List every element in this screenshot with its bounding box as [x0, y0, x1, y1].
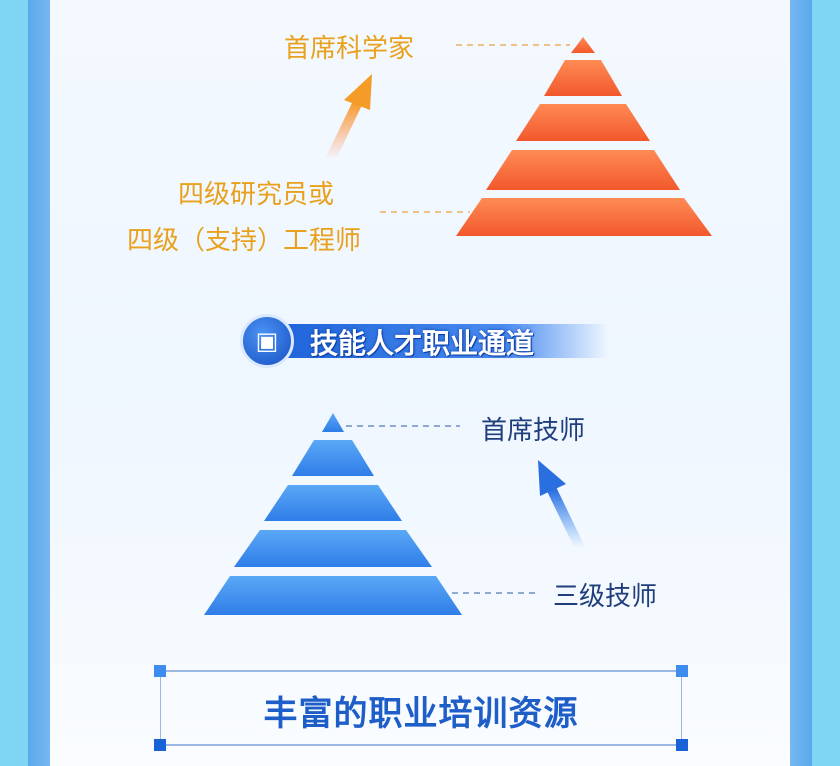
- section-title: 丰富的职业培训资源: [263, 694, 579, 734]
- label-chief-scientist: 首席科学家: [284, 34, 415, 64]
- label-level4-engineer: 四级（支持）工程师: [127, 226, 362, 256]
- pyramid-layer: [571, 37, 595, 53]
- banner-title: 技能人才职业通道: [310, 327, 535, 360]
- up-arrow-orange-icon: [325, 74, 372, 163]
- skill-path-banner: ▣ 技能人才职业通道: [240, 312, 610, 370]
- corner-marker: [154, 665, 166, 677]
- pyramid-layer: [322, 413, 344, 432]
- blue-pyramid: [204, 413, 462, 615]
- pyramid-layer: [486, 150, 680, 190]
- pyramid-layer: [204, 576, 462, 615]
- pyramid-layer: [516, 104, 650, 141]
- corner-marker: [154, 739, 166, 751]
- id-card-icon: ▣: [240, 314, 294, 368]
- pyramid-layer: [456, 198, 712, 236]
- label-chief-technician: 首席技师: [481, 416, 586, 446]
- banner-bar: [268, 324, 608, 358]
- content-panel: [50, 0, 790, 766]
- up-arrow-blue-icon: [538, 460, 585, 551]
- corner-marker: [676, 665, 688, 677]
- pyramid-layer: [544, 60, 622, 96]
- label-level4-researcher: 四级研究员或: [178, 180, 335, 210]
- pyramid-layer: [292, 440, 374, 476]
- pyramid-layer: [264, 485, 402, 521]
- pyramid-layer: [234, 530, 432, 567]
- label-level3-technician: 三级技师: [553, 582, 658, 612]
- section-title-box: 丰富的职业培训资源: [154, 665, 688, 751]
- corner-marker: [676, 739, 688, 751]
- orange-pyramid: [456, 37, 712, 236]
